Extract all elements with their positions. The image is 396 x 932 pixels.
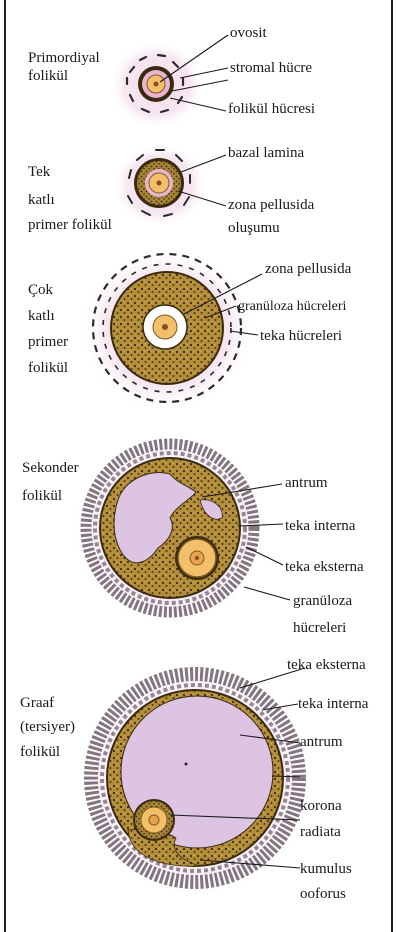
label-stromal-hucre: stromal hücre [230,60,312,76]
label-teka-eksterna-graaf: teka eksterna [287,657,366,673]
label-teka-eksterna-sekonder: teka eksterna [285,559,364,575]
label-granuloza-sekonder-1: granüloza [293,593,352,609]
label-bazal-lamina: bazal lamina [228,145,305,161]
label-granuloza-sekonder-2: hücreleri [293,620,346,636]
label-zona-pellusida: zona pellusida [265,261,352,277]
label-ovosit: ovosit [230,25,268,41]
label-kumulus: kumulus [300,861,352,877]
graaf-title-line-2: (tersiyer) [20,719,75,735]
tek-katli-title-line-3: primer folikül [28,217,112,233]
cok-katli-title-line-2: katlı [28,308,55,324]
graaf-title-line-1: Graaf [20,695,54,711]
label-zona-pellusida-olusumu-1: zona pellusida [228,197,315,213]
cok-katli-title-line-4: folikül [28,360,68,376]
label-granuloza-hucreleri: granüloza hücreleri [238,299,347,314]
label-antrum-graaf: antrum [300,734,343,750]
label-teka-interna-sekonder: teka interna [285,518,356,534]
label-korona: korona [300,798,342,814]
sekonder-title-line-2: folikül [22,488,62,504]
graaf-title-line-3: folikül [20,744,60,760]
primordial-title-line-1: Primordiyal [28,50,100,66]
primordial-title-line-2: folikül [28,68,68,84]
sekonder-title-line-1: Sekonder [22,460,79,476]
label-zona-pellusida-olusumu-2: oluşumu [228,220,280,236]
label-antrum-sekonder: antrum [285,475,328,491]
label-radiata: radiata [300,824,341,840]
cok-katli-title-line-3: primer [28,334,68,350]
label-folikul-hucresi: folikül hücresi [228,101,315,117]
tek-katli-title-line-2: katlı [28,192,55,208]
label-teka-hucreleri: teka hücreleri [260,328,342,344]
label-teka-interna-graaf: teka interna [298,696,369,712]
label-ooforus: ooforus [300,886,346,902]
tek-katli-title-line-1: Tek [28,164,51,180]
cok-katli-title-line-1: Çok [28,282,54,298]
